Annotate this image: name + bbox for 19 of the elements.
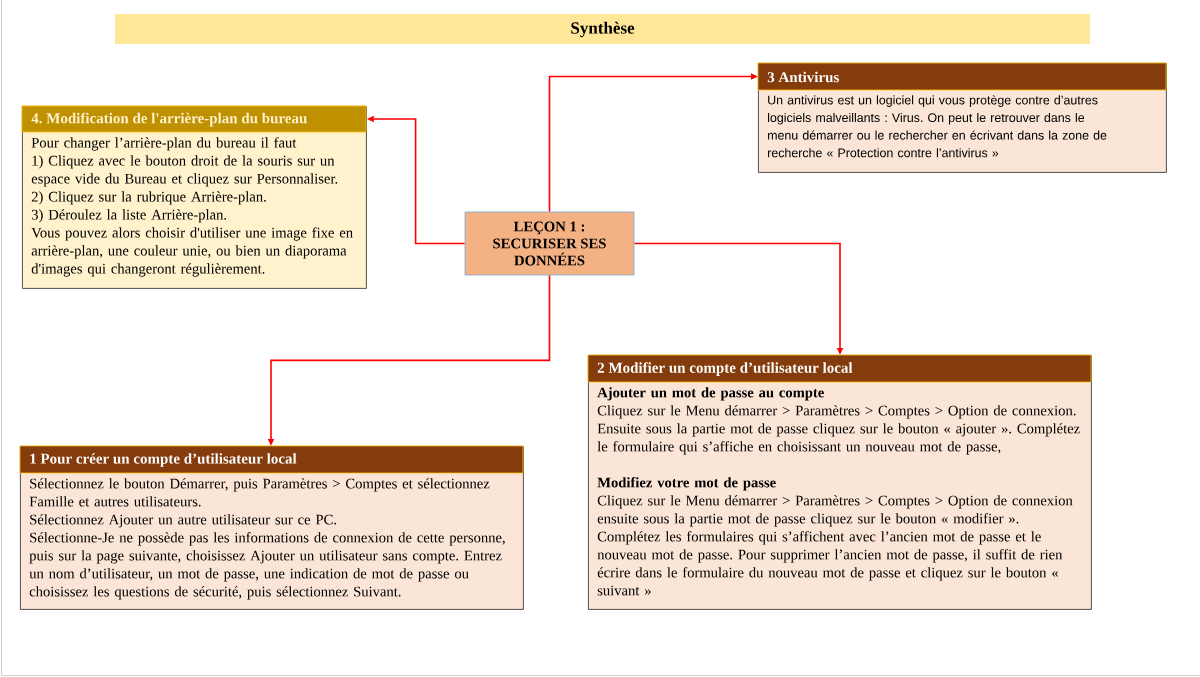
body-text: 2) Cliquez sur la rubrique Arrière-plan.: [31, 191, 266, 205]
subheading: Ajouter un mot de passe au compte: [597, 387, 824, 401]
body-text: Cliquez sur le Menu démarrer > Paramètres > Comptes > Option de connexion. Ensuite sous la partie mot de passe cliquez sur le bouton « ajouter ». Complétez le formulaire qui s’affiche en choisissant un nouveau mot de passe,: [597, 405, 1080, 455]
body-text: Cliquez sur le Menu démarrer > Paramètres > Comptes > Option de connexion ensuite sous la partie mot de passe cliquez sur le bouton « modifier ». Complétez les formulaires qui s’affichent avec l’ancien mot de passe et le nouveau mot de passe. Pour supprimer l’ancien mot de passe, il suffit de rien écrire dans le formulaire du nouveau mot de passe et cliquez sur le bouton « suivant »: [597, 495, 1073, 596]
title-band: Synthèse: [115, 14, 1090, 44]
body-text: 1) Cliquez avec le bouton droit de la souris sur un espace vide du Bureau et cliquez sur Personnaliser.: [31, 155, 338, 187]
heading-bar: 4. Modification de l'arrière-plan du bureau: [21, 105, 367, 133]
body-text: Sélectionnez Ajouter un autre utilisateur sur ce PC.: [30, 514, 336, 528]
subheading: Modifiez votre mot de passe: [597, 477, 776, 491]
topic-box: LEÇON 1 : SECURISER SES DONNÉES: [464, 211, 635, 276]
body-text: Pour changer l’arrière-plan du bureau il faut: [31, 137, 297, 151]
heading-bar: 2 Modifier un compte d’utilisateur local: [587, 354, 1092, 383]
body-text: 3) Déroulez la liste Arrière-plan.: [31, 209, 227, 223]
body-text: Sélectionnez le bouton Démarrer, puis Paramètres > Comptes et sélectionnez Famille et autres utilisateurs.: [29, 478, 490, 507]
heading-bar: 1 Pour créer un compte d’utilisateur local: [19, 445, 524, 474]
body-text: Sélectionne-Je ne possède pas les informations de connexion de cette personne, puis sur la page suivante, choisissez Ajouter un utilisateur sans compte. Entrez un nom d’utilisateur, un mot de passe, une indication de mot de passe ou choisissez les questions de sécurité, puis sélectionnez Suivant.: [29, 532, 505, 600]
heading-bar: 3 Antivirus: [757, 62, 1167, 91]
body-text: Vous pouvez alors choisir d'utiliser une image fixe en arrière-plan, une couleur unie, ou bien un diaporama d'images qui changeront régulièrement.: [31, 227, 353, 277]
body-text: Un antivirus est un logiciel qui vous protège contre d’autres logiciels malveillants : Virus. On peut le retrouver dans le menu démarrer ou le rechercher en écrivant dans la zone de recherche « Protection contre l’antivirus »: [768, 95, 1107, 158]
